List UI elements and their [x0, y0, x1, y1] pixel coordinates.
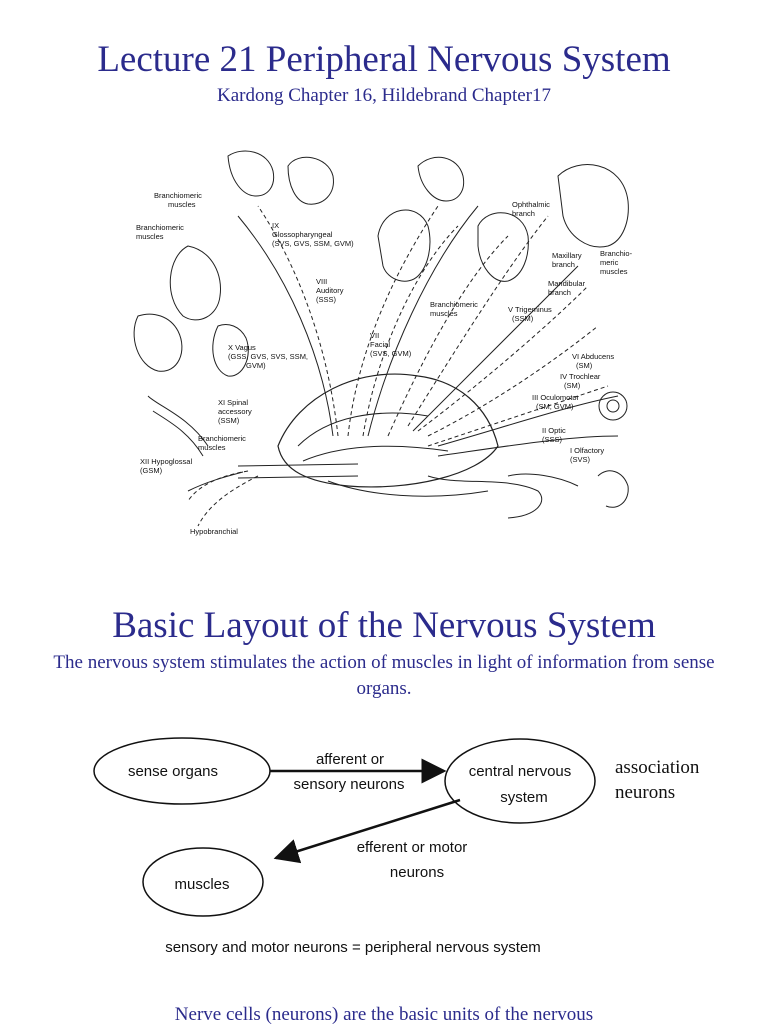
lecture-subtitle: Kardong Chapter 16, Hildebrand Chapter17 — [217, 85, 551, 106]
association-label-line1: association — [615, 757, 700, 778]
fig-label: muscles — [198, 443, 226, 452]
muscles-label: muscles — [174, 876, 229, 893]
afferent-label-line1: afferent or — [316, 751, 384, 768]
fig-label: (SSM) — [218, 416, 240, 425]
fig-label: meric — [600, 258, 619, 267]
fig-label: GVM) — [246, 361, 266, 370]
fig-label: (SSS) — [542, 435, 563, 444]
section-title: Basic Layout of the Nervous System — [112, 605, 656, 646]
fig-label: (SM, GVM) — [536, 402, 574, 411]
fig-label: Branchiomeric — [136, 223, 184, 232]
fig-label: (SM) — [576, 361, 593, 370]
association-label-line2: neurons — [615, 782, 675, 803]
nervous-system-layout-diagram: sense organs central nervous system musc… — [0, 730, 768, 970]
diagram-footnote: sensory and motor neurons = peripheral n… — [165, 939, 541, 956]
fig-label: accessory — [218, 407, 252, 416]
fig-label: (SVS) — [570, 455, 591, 464]
fig-label: VI Abducens — [572, 352, 614, 361]
fig-label: branch — [548, 288, 571, 297]
fig-label: IV Trochlear — [560, 372, 601, 381]
efferent-arrow — [273, 798, 461, 864]
afferent-label-line2: sensory neurons — [294, 776, 405, 793]
fig-label: I Olfactory — [570, 446, 604, 455]
fig-label: Branchiomeric — [430, 300, 478, 309]
fig-label: branch — [552, 260, 575, 269]
cns-label-line2: system — [500, 789, 548, 806]
muscles-node — [142, 847, 264, 917]
bottom-text: Nerve cells (neurons) are the basic unit… — [174, 1004, 594, 1024]
fig-label: Hypobranchial — [190, 527, 238, 536]
fig-label: (GSS, GVS, SVS, SSM, — [228, 352, 308, 361]
fig-label: XII Hypoglossal — [140, 457, 192, 466]
fig-label: (SM) — [564, 381, 581, 390]
fig-label: Glossopharyngeal — [272, 230, 333, 239]
fig-label: (SSM) — [512, 314, 534, 323]
cranial-nerves-illustration: Branchiomeric muscles Branchiomeric musc… — [133, 150, 633, 536]
fig-label: muscles — [600, 267, 628, 276]
cns-node — [444, 738, 596, 824]
fig-label: Branchiomeric — [154, 191, 202, 200]
fig-label: (SSS) — [316, 295, 337, 304]
cns-label-line1: central nervous — [469, 763, 572, 780]
fig-label: Branchio- — [600, 249, 633, 258]
fig-label: (GSM) — [140, 466, 163, 475]
fig-label: X Vagus — [228, 343, 256, 352]
cranial-nerves-figure: Branchiomeric muscles Branchiomeric musc… — [128, 146, 642, 536]
layout-diagram-svg: sense organs central nervous system musc… — [93, 737, 700, 956]
fig-label: III Oculomotor — [532, 393, 580, 402]
efferent-label-line1: efferent or motor — [357, 839, 468, 856]
lecture-title: Lecture 21 Peripheral Nervous System — [97, 39, 671, 80]
efferent-label-line2: neurons — [390, 864, 444, 881]
fig-label: Maxillary — [552, 251, 582, 260]
fig-label: Ophthalmic — [512, 200, 550, 209]
fig-label: muscles — [136, 232, 164, 241]
fig-label: V Trigeminus — [508, 305, 552, 314]
fig-label: Branchiomeric — [198, 434, 246, 443]
fig-label: VII — [370, 331, 379, 340]
fig-label: Auditory — [316, 286, 344, 295]
fig-label: (SVS, GVS, SSM, GVM) — [272, 239, 354, 248]
fig-label: IX — [272, 221, 279, 230]
fig-label: (SVS, GVM) — [370, 349, 412, 358]
section-intro: The nervous system stimulates the action… — [53, 652, 715, 699]
fig-label: Mandibular — [548, 279, 586, 288]
fig-label: muscles — [168, 200, 196, 209]
fig-label: Facial — [370, 340, 390, 349]
fig-label: VIII — [316, 277, 327, 286]
fig-label: XI Spinal — [218, 398, 248, 407]
sense-organs-label: sense organs — [128, 763, 218, 780]
fig-label: branch — [512, 209, 535, 218]
fig-label: II Optic — [542, 426, 566, 435]
fig-label: muscles — [430, 309, 458, 318]
